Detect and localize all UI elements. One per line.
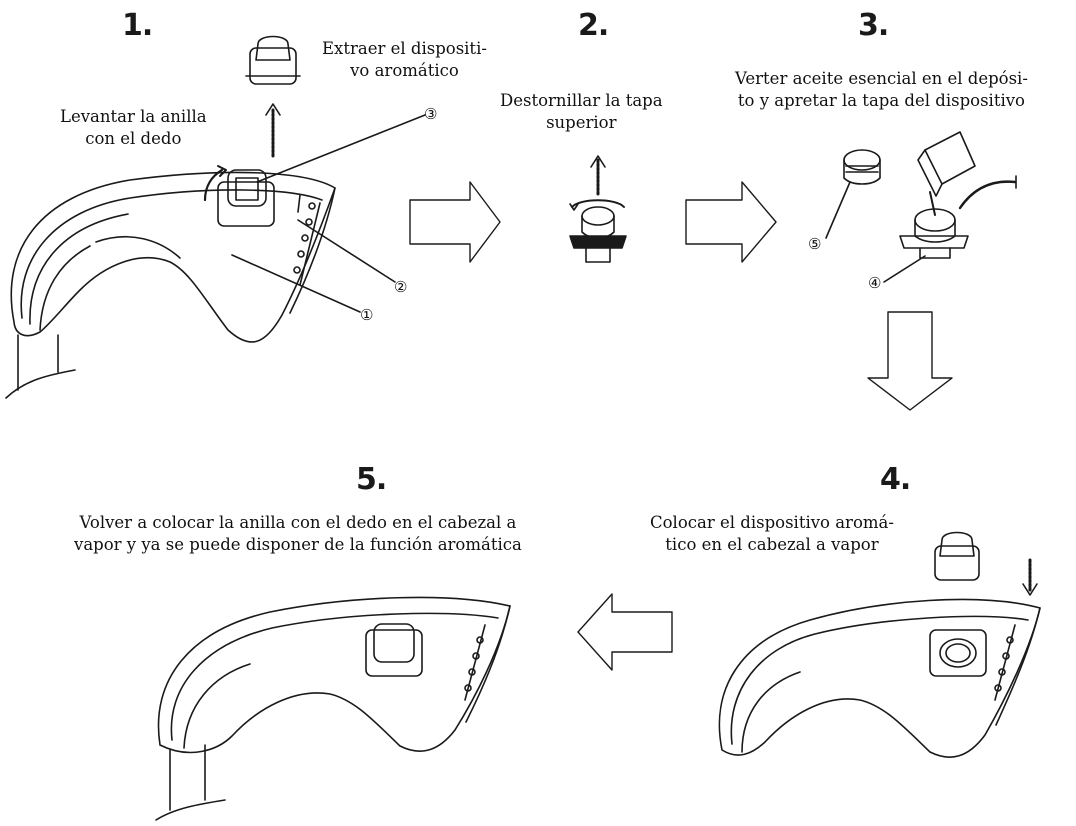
flow-arrow-down [867, 311, 953, 411]
caption-line: superior [546, 113, 617, 132]
step-1-number: 1. [122, 8, 153, 43]
caption-line: Colocar el dispositivo aromá- [650, 513, 894, 532]
aroma-device-step2-icon [569, 155, 627, 263]
step-1-caption-lift: Levantar la anilla con el dedo [60, 106, 207, 150]
step-4-caption: Colocar el dispositivo aromá- tico en el… [650, 512, 894, 556]
caption-line: to y apretar la tapa del dispositivo [737, 91, 1025, 110]
caption-line: Levantar la anilla [60, 107, 207, 126]
step-3-caption: Verter aceite esencial en el depósi- to … [735, 68, 1028, 112]
steamer-head-step1-icon [5, 35, 426, 399]
callout-1: ① [360, 306, 374, 324]
steamer-head-step5-icon [155, 596, 511, 821]
step-1-caption-extract: Extraer el dispositi- vo aromático [322, 38, 487, 82]
caption-line: con el dedo [85, 129, 182, 148]
flow-arrow-right-2 [685, 181, 777, 263]
caption-line: Destornillar la tapa [500, 91, 663, 110]
callout-4: ④ [868, 274, 882, 292]
callout-3: ③ [424, 105, 438, 123]
oil-filling-step3-icon [825, 131, 1017, 283]
steamer-head-step4-icon [718, 531, 1041, 758]
flow-arrow-right-1 [409, 181, 501, 263]
caption-line: Extraer el dispositi- [322, 39, 487, 58]
caption-line: Verter aceite esencial en el depósi- [735, 69, 1028, 88]
callout-2: ② [394, 278, 408, 296]
step-3-number: 3. [858, 8, 889, 43]
step-5-caption: Volver a colocar la anilla con el dedo e… [74, 512, 522, 556]
caption-line: Volver a colocar la anilla con el dedo e… [79, 513, 517, 532]
flow-arrow-left [577, 593, 673, 671]
step-2-caption: Destornillar la tapa superior [500, 90, 663, 134]
step-4-number: 4. [880, 462, 911, 497]
step-2-number: 2. [578, 8, 609, 43]
caption-line: vo aromático [350, 61, 459, 80]
caption-line: vapor y ya se puede disponer de la funci… [74, 535, 522, 554]
caption-line: tico en el cabezal a vapor [665, 535, 879, 554]
callout-5: ⑤ [808, 235, 822, 253]
step-5-number: 5. [356, 462, 387, 497]
